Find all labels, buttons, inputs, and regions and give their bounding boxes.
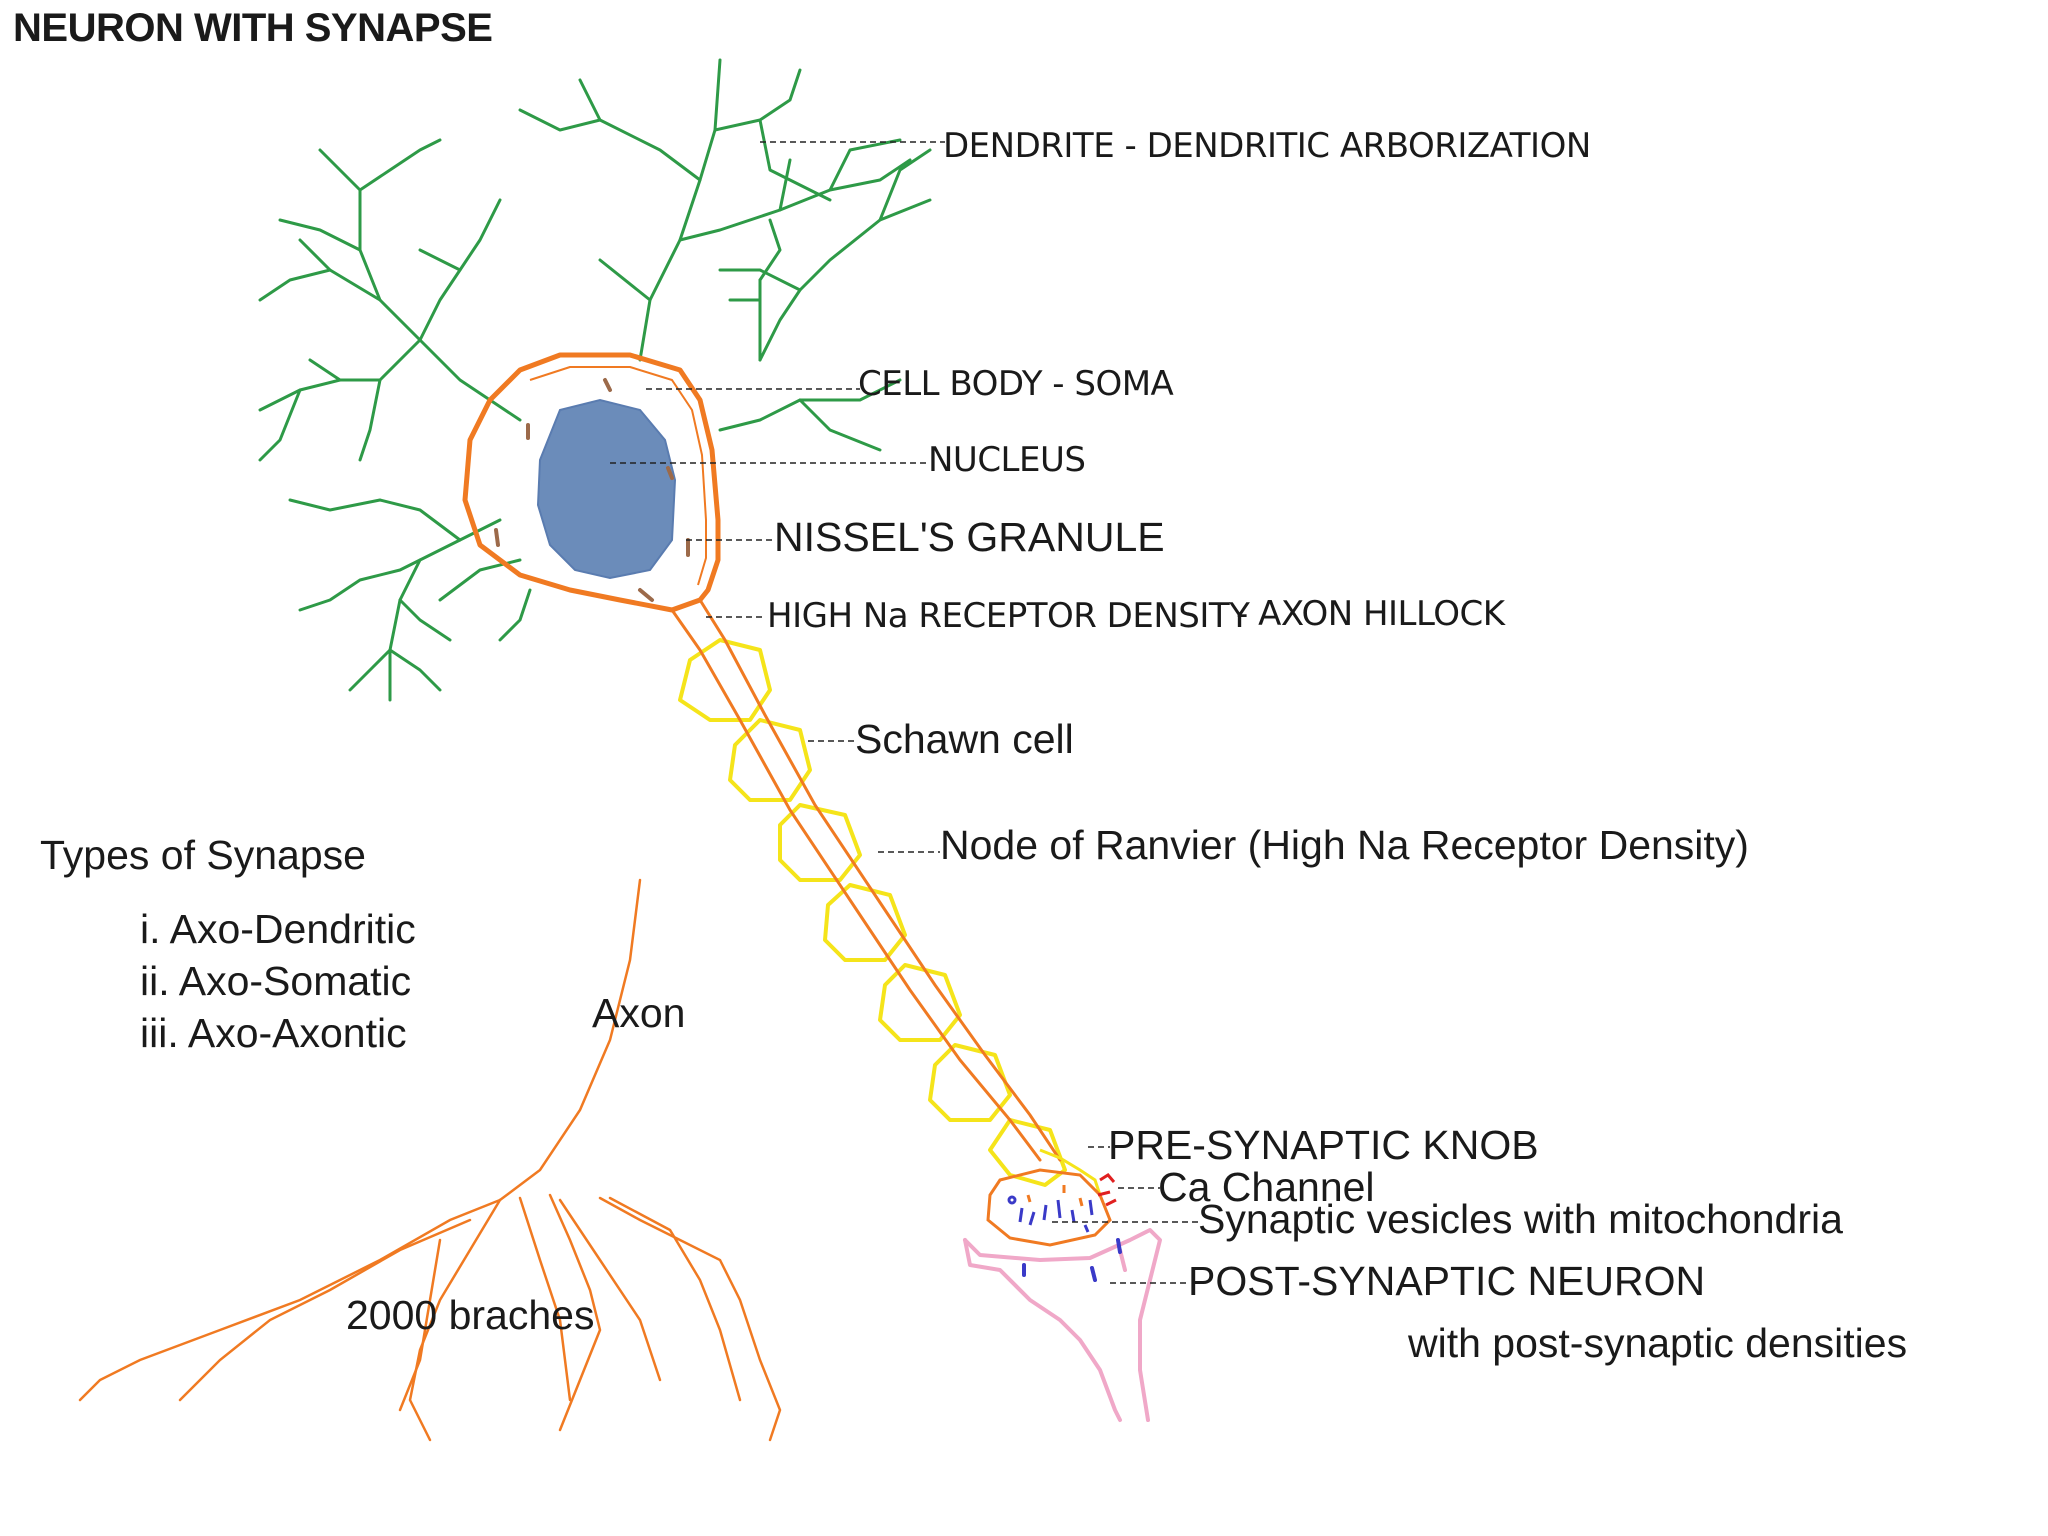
label-axon-hillock: - AXON HILLOCK <box>1236 594 1505 634</box>
label-postsynaptic-densities: with post-synaptic densities <box>1408 1320 1908 1366</box>
label-schwann-cell: Schawn cell <box>855 716 1074 762</box>
label-node-of-ranvier: Node of Ranvier (High Na Receptor Densit… <box>940 822 1749 868</box>
label-cell-body: CELL BODY - SOMA <box>858 364 1174 404</box>
label-presynaptic-knob: PRE-SYNAPTIC KNOB <box>1108 1122 1539 1168</box>
mitochondria-marks <box>1026 1185 1084 1207</box>
diagram-title: NEURON WITH SYNAPSE <box>13 6 493 50</box>
synapse-type-item: iii. Axo-Axontic <box>140 1010 407 1056</box>
label-dendrite: DENDRITE - DENDRITIC ARBORIZATION <box>943 126 1591 166</box>
schwann-cells <box>678 638 1067 1187</box>
label-nucleus: NUCLEUS <box>928 440 1086 480</box>
axon-body <box>670 598 1062 1162</box>
label-synaptic-vesicles: Synaptic vesicles with mitochondria <box>1198 1196 1843 1242</box>
leader-lines <box>610 141 1200 1284</box>
synapse-type-item: i. Axo-Dendritic <box>140 906 416 952</box>
label-nissel-granule: NISSEL'S GRANULE <box>774 514 1165 560</box>
synaptic-vesicles <box>1007 1195 1094 1233</box>
label-postsynaptic-neuron: POST-SYNAPTIC NEURON <box>1188 1258 1706 1304</box>
label-ca-channel: Ca Channel <box>1158 1164 1375 1210</box>
synapse-types-heading: Types of Synapse <box>40 832 366 878</box>
nissel-granules <box>494 378 690 602</box>
axon-terminal-branches <box>78 878 782 1442</box>
dendrites <box>258 58 932 702</box>
label-high-na-density: HIGH Na RECEPTOR DENSITY <box>767 596 1250 636</box>
presynaptic-knob <box>986 1148 1117 1247</box>
soma <box>462 352 721 613</box>
label-2000-branches: 2000 braches <box>346 1292 595 1338</box>
postsynaptic-neuron <box>963 1228 1162 1422</box>
label-axon: Axon <box>592 990 686 1036</box>
postsynaptic-densities <box>1022 1238 1122 1282</box>
ca-channel-icon <box>1097 1173 1117 1207</box>
synapse-type-item: ii. Axo-Somatic <box>140 958 412 1004</box>
nucleus <box>536 398 677 580</box>
